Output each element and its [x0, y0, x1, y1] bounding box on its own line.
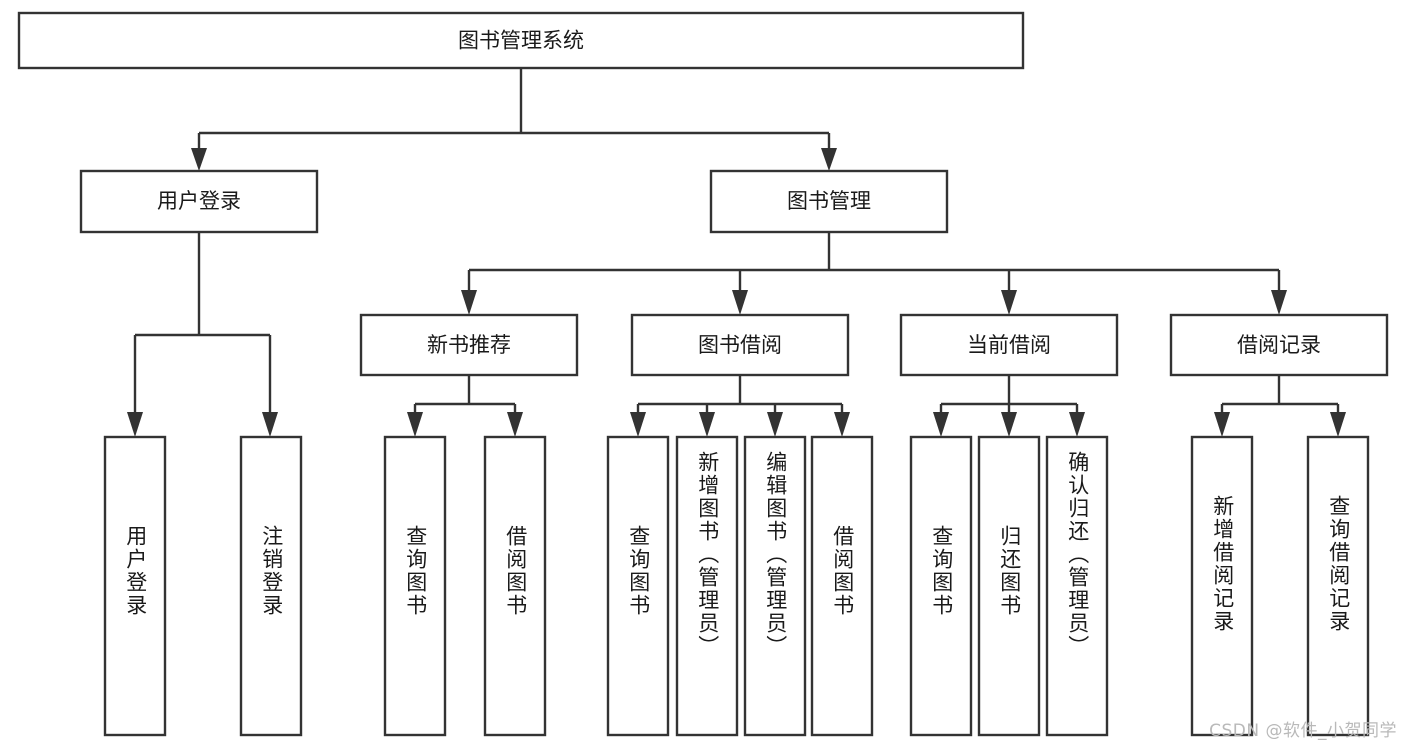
connector-group-new-book-rec [407, 375, 523, 437]
node-box-user-login[interactable] [79, 169, 319, 234]
connector-group-current-borrow [933, 375, 1085, 437]
arrowhead-leaf-borrow-query [630, 412, 646, 437]
node-box-leaf-borrow-do[interactable] [810, 435, 874, 737]
arrowhead-book-borrow [732, 290, 748, 315]
node-label-book-borrow: 图书借阅 [698, 333, 782, 357]
node-box-new-book-rec[interactable] [359, 313, 579, 377]
arrowhead-leaf-rec-borrow [507, 412, 523, 437]
arrowhead-leaf-cur-return [1001, 412, 1017, 437]
arrowhead-leaf-rec-query [407, 412, 423, 437]
node-box-leaf-rec-query2[interactable] [1306, 435, 1370, 737]
node-label-root: 图书管理系统 [458, 29, 584, 53]
connector-group-book-borrow [630, 375, 850, 437]
node-label-borrow-record: 借阅记录 [1237, 333, 1321, 357]
arrowhead-borrow-record [1271, 290, 1287, 315]
node-label-current-borrow: 当前借阅 [967, 333, 1051, 357]
arrowhead-leaf-borrow-add [699, 412, 715, 437]
connector-group-root [191, 68, 837, 171]
arrowhead-leaf-user-login [127, 412, 143, 437]
node-box-leaf-cur-query[interactable] [909, 435, 973, 737]
node-box-leaf-cur-return[interactable] [977, 435, 1041, 737]
csdn-watermark: CSDN @软件_小贺同学 [1209, 721, 1397, 741]
arrowhead-leaf-cur-confirm [1069, 412, 1085, 437]
node-label-book-manage: 图书管理 [787, 189, 871, 213]
arrowhead-leaf-borrow-edit [767, 412, 783, 437]
arrowhead-leaf-cur-query [933, 412, 949, 437]
node-label-user-login: 用户登录 [157, 189, 241, 213]
connector-group-book-manage [461, 232, 1287, 315]
node-label-new-book-rec: 新书推荐 [427, 333, 511, 357]
arrowhead-book-manage [821, 148, 837, 171]
arrowhead-leaf-user-logout [262, 412, 278, 437]
node-box-book-borrow[interactable] [630, 313, 850, 377]
node-box-leaf-borrow-query[interactable] [606, 435, 670, 737]
node-box-borrow-record[interactable] [1169, 313, 1389, 377]
node-box-root[interactable] [17, 11, 1025, 70]
node-box-leaf-rec-borrow[interactable] [483, 435, 547, 737]
node-box-leaf-borrow-add[interactable] [675, 435, 739, 737]
arrowhead-new-book-rec [461, 290, 477, 315]
node-box-leaf-rec-query[interactable] [383, 435, 447, 737]
arrowhead-leaf-rec-query2 [1330, 412, 1346, 437]
node-box-leaf-rec-add[interactable] [1190, 435, 1254, 737]
node-box-leaf-borrow-edit[interactable] [743, 435, 807, 737]
connector-group-user-login [127, 232, 278, 437]
node-box-leaf-user-login[interactable] [103, 435, 167, 737]
arrowhead-leaf-borrow-do [834, 412, 850, 437]
node-box-leaf-user-logout[interactable] [239, 435, 303, 737]
node-box-current-borrow[interactable] [899, 313, 1119, 377]
arrowhead-leaf-rec-add [1214, 412, 1230, 437]
connector-group-borrow-record [1214, 375, 1346, 437]
arrowhead-user-login [191, 148, 207, 171]
node-box-leaf-cur-confirm[interactable] [1045, 435, 1109, 737]
node-box-book-manage[interactable] [709, 169, 949, 234]
arrowhead-current-borrow [1001, 290, 1017, 315]
